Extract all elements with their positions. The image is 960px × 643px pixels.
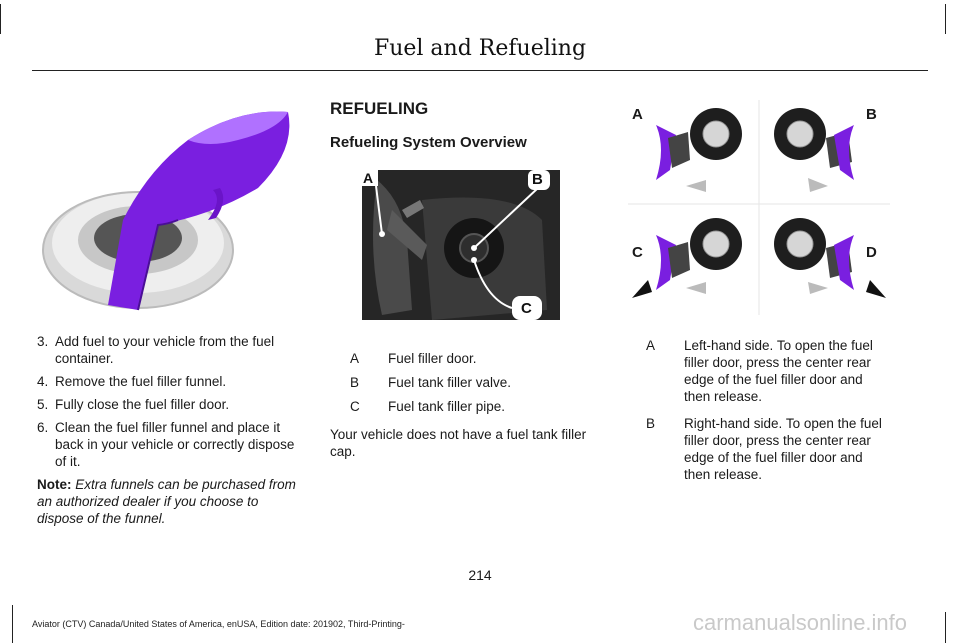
legend-row: A Fuel filler door. (350, 350, 600, 367)
legend-text: Fuel tank filler valve. (388, 375, 512, 390)
legend-row: B Right-hand side. To open the fuel fille… (646, 415, 888, 483)
legend-key: B (350, 375, 360, 390)
legend-text: Fuel filler door. (388, 351, 477, 366)
refueling-system-figure: A A B C (362, 170, 560, 320)
quadrant-drawing (628, 100, 890, 315)
list-item: 5. Fully close the fuel filler door. (37, 396, 305, 413)
list-item: 4. Remove the fuel filler funnel. (37, 373, 305, 390)
figure-label-c: C (632, 244, 643, 261)
step-text: Remove the fuel filler funnel. (55, 374, 227, 389)
legend-key: A (350, 351, 360, 366)
page-header-title: Fuel and Refueling (373, 36, 587, 61)
legend-key: C (350, 399, 360, 414)
note-label: Note: (37, 477, 72, 492)
crop-mark-top-right (945, 4, 946, 34)
legend-text: Left-hand side. To open the fuel filler … (684, 338, 873, 404)
crop-mark-bottom-left (12, 605, 13, 643)
figure-label-a: A (632, 106, 643, 123)
legend-row: B Fuel tank filler valve. (350, 374, 600, 391)
list-item: 6. Clean the fuel filler funnel and place… (37, 419, 305, 470)
page-number: 214 (468, 567, 492, 583)
legend-text: Right-hand side. To open the fuel filler… (684, 416, 882, 482)
step-number: 3. (37, 334, 49, 349)
step-number: 5. (37, 397, 49, 412)
figure-label-a-text: A (363, 170, 374, 186)
step-number: 6. (37, 420, 49, 435)
no-cap-paragraph: Your vehicle does not have a fuel tank f… (330, 427, 587, 459)
section-heading: REFUELING (330, 99, 429, 118)
crop-mark-bottom-right (945, 612, 946, 643)
figure-label-b: B (532, 171, 543, 188)
legend-row: C Fuel tank filler pipe. (350, 398, 600, 415)
step-text: Fully close the fuel filler door. (55, 397, 230, 412)
step-text: Add fuel to your vehicle from the fuel c… (55, 334, 275, 366)
legend-row: A Left-hand side. To open the fuel filler… (646, 337, 888, 405)
note-text: Extra funnels can be purchased from an a… (37, 477, 296, 526)
step-text: Clean the fuel filler funnel and place i… (55, 420, 295, 469)
refuel-steps-list: 3. Add fuel to your vehicle from the fuel… (37, 333, 305, 470)
header-divider (32, 70, 928, 71)
right-legend: A Left-hand side. To open the fuel filler… (646, 337, 888, 490)
edition-info: Aviator (CTV) Canada/United States of Am… (32, 619, 405, 629)
figure-label-d: D (866, 244, 877, 261)
legend-key: A (646, 338, 656, 353)
watermark: carmanualsonline.info (693, 610, 908, 635)
filler-door-sides-figure: A B C D (628, 100, 890, 315)
callout-lines (362, 170, 550, 320)
legend-key: B (646, 416, 656, 431)
legend-text: Fuel tank filler pipe. (388, 399, 506, 414)
left-column: 3. Add fuel to your vehicle from the fuel… (37, 333, 305, 527)
figure-label-b: B (866, 106, 877, 123)
note-paragraph: Note: Extra funnels can be purchased fro… (37, 476, 305, 527)
list-item: 3. Add fuel to your vehicle from the fuel… (37, 333, 305, 367)
filler-door-drawing (362, 170, 560, 320)
middle-legend: A Fuel filler door. B Fuel tank filler val… (350, 350, 600, 422)
funnel-illustration (42, 111, 290, 311)
section-subheading: Refueling System Overview (330, 134, 527, 151)
step-number: 4. (37, 374, 49, 389)
figure-label-c: C (521, 300, 532, 317)
crop-mark-top-left (0, 4, 1, 34)
